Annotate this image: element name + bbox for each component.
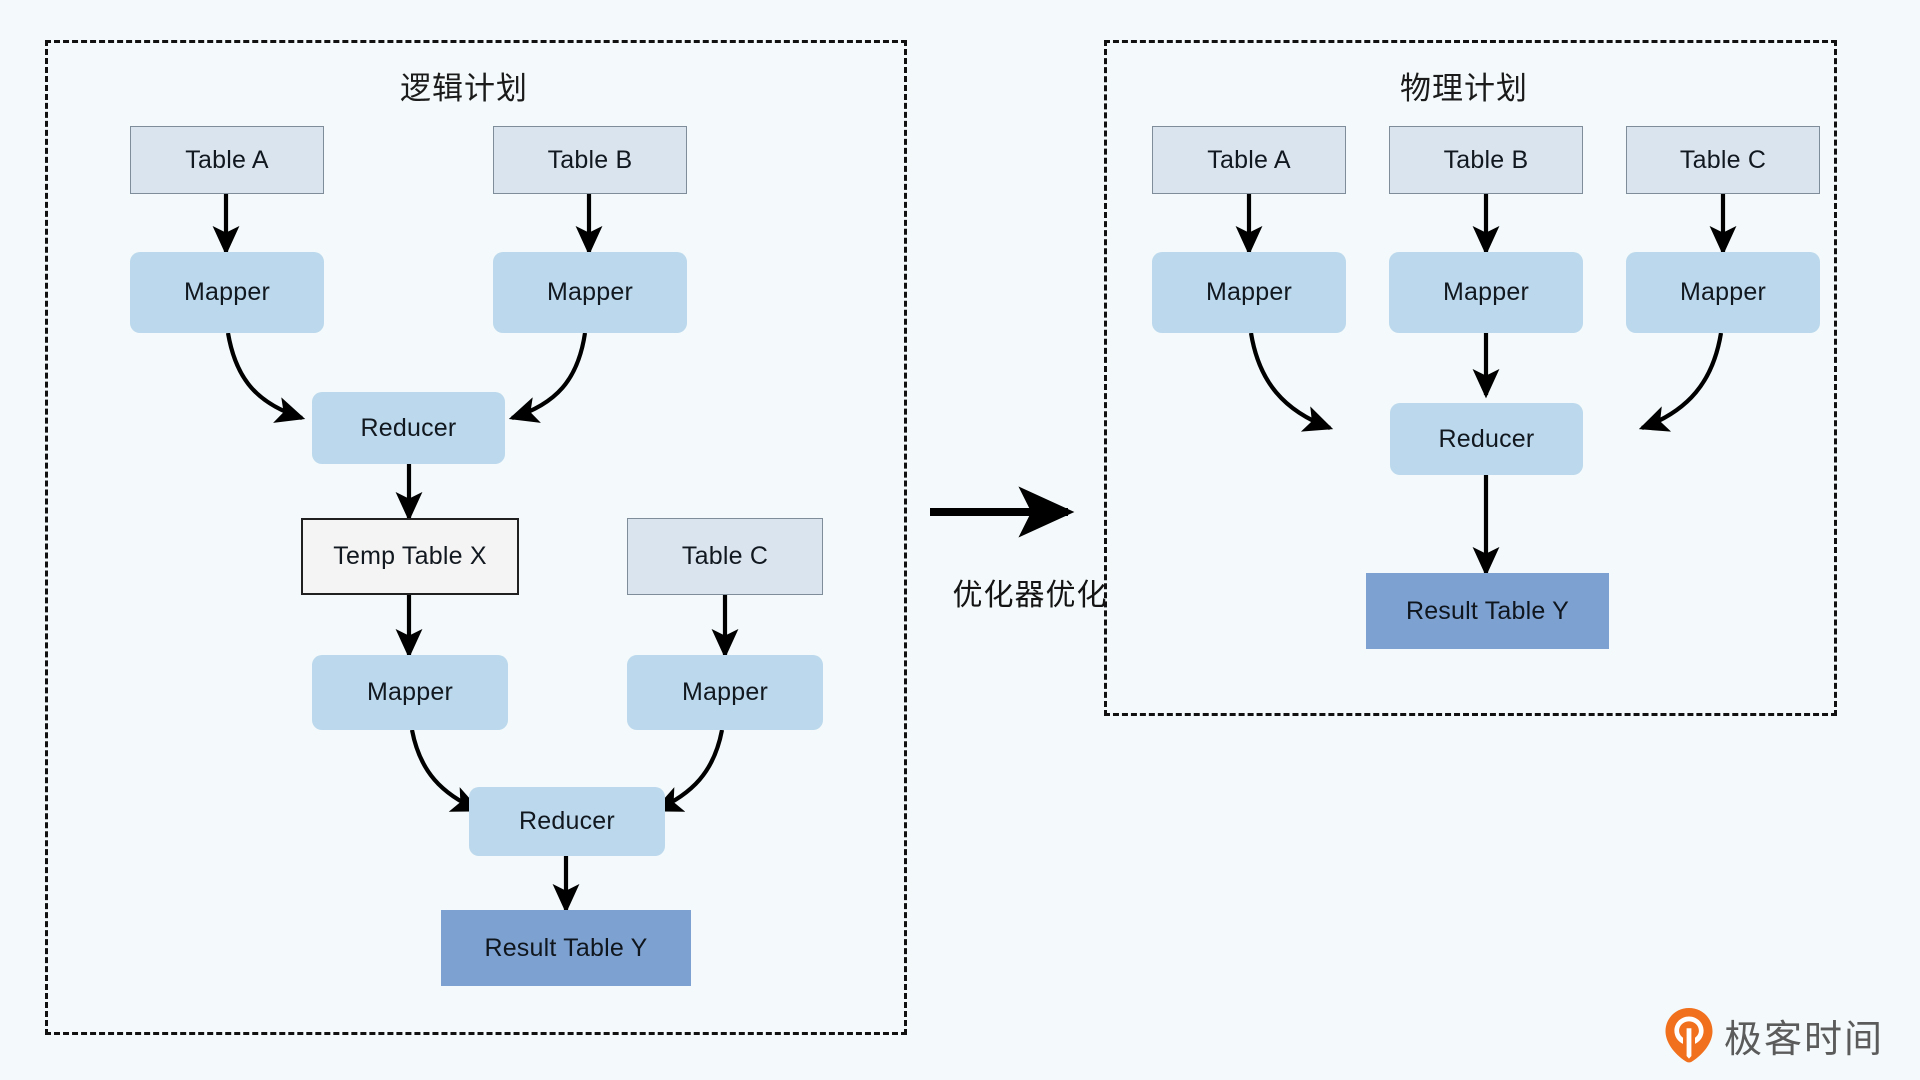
- node-physical-mapper-a[interactable]: Mapper: [1152, 252, 1346, 333]
- arrow-phys-mapper-a-to-reducer: [1248, 332, 1334, 432]
- logical-plan-panel: [45, 40, 907, 1035]
- arrow-phys-mapper-c-to-reducer: [1638, 332, 1724, 432]
- node-logical-mapper-x[interactable]: Mapper: [312, 655, 508, 730]
- optimizer-transform-label: 优化器优化: [952, 578, 1108, 613]
- watermark-text: 极客时间: [1724, 1016, 1885, 1061]
- arrow-mapper-b-to-reducer-1: [508, 332, 588, 423]
- node-logical-temp-table-x[interactable]: Temp Table X: [301, 518, 519, 595]
- node-physical-table-b[interactable]: Table B: [1389, 126, 1583, 194]
- logical-plan-title: 逻辑计划: [400, 71, 528, 107]
- arrow-mapper-c-to-reducer-2: [652, 729, 725, 812]
- node-logical-table-a[interactable]: Table A: [130, 126, 324, 194]
- node-physical-result-table-y[interactable]: Result Table Y: [1366, 573, 1609, 649]
- node-physical-mapper-c[interactable]: Mapper: [1626, 252, 1820, 333]
- node-logical-mapper-a[interactable]: Mapper: [130, 252, 324, 333]
- physical-plan-title: 物理计划: [1400, 71, 1528, 107]
- node-logical-reducer-2[interactable]: Reducer: [469, 787, 665, 856]
- node-physical-mapper-b[interactable]: Mapper: [1389, 252, 1583, 333]
- node-logical-mapper-b[interactable]: Mapper: [493, 252, 687, 333]
- arrow-mapper-a-to-reducer-1: [225, 332, 306, 423]
- node-physical-reducer[interactable]: Reducer: [1390, 403, 1583, 475]
- node-logical-reducer-1[interactable]: Reducer: [312, 392, 505, 464]
- node-physical-table-c[interactable]: Table C: [1626, 126, 1820, 194]
- geektime-logo-icon: [1665, 1008, 1713, 1063]
- node-logical-table-b[interactable]: Table B: [493, 126, 687, 194]
- node-physical-table-a[interactable]: Table A: [1152, 126, 1346, 194]
- watermark: 极客时间: [1664, 1006, 1884, 1064]
- node-logical-result-table-y[interactable]: Result Table Y: [441, 910, 691, 986]
- arrow-mapper-x-to-reducer-2: [409, 729, 482, 812]
- physical-plan-panel: [1104, 40, 1837, 716]
- node-logical-table-c[interactable]: Table C: [627, 518, 823, 595]
- node-logical-mapper-c[interactable]: Mapper: [627, 655, 823, 730]
